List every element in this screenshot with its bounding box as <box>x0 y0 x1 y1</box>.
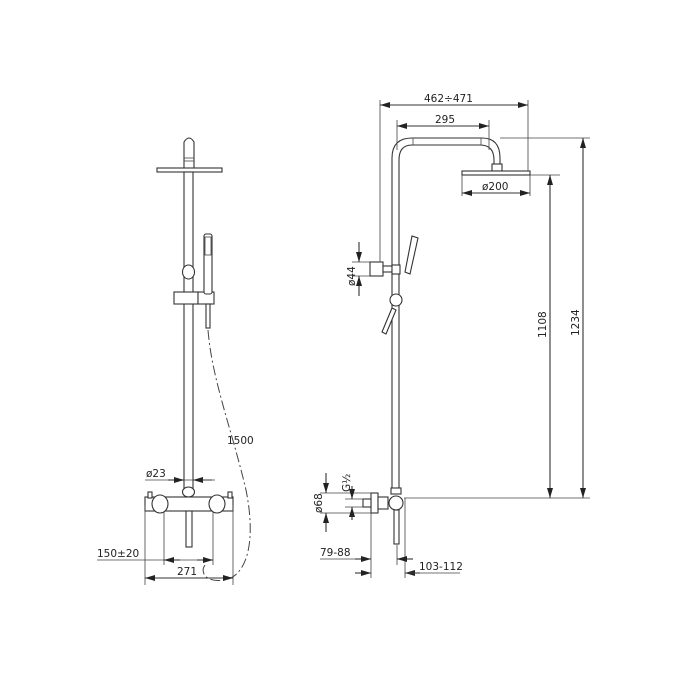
wall-bracket <box>369 261 384 277</box>
mixer-knob-right <box>208 494 226 514</box>
dim-wall-offset-b: 103-112 <box>419 561 463 573</box>
mixer-body-side <box>388 495 404 511</box>
hand-shower-side <box>404 235 419 275</box>
dim-height-to-head: 1108 <box>537 311 549 338</box>
dim-head-diameter: ø200 <box>482 181 508 193</box>
head-connector <box>491 163 503 172</box>
hand-shower-handle <box>205 303 211 329</box>
top-cap <box>183 137 195 169</box>
dim-bracket-diameter: ø44 <box>346 266 358 286</box>
side-view: 462÷471 295 ø200 1108 1234 ø44 ø68 <box>313 93 590 578</box>
mixer-knob-left <box>151 494 169 514</box>
hand-shower-front <box>203 233 213 295</box>
mixer-outlet-side <box>393 509 400 545</box>
dim-mixer-width: 271 <box>177 566 197 578</box>
escutcheon-side <box>370 492 379 514</box>
dim-wall-offset-a: 79-88 <box>320 547 351 559</box>
dim-total-height: 1234 <box>570 309 582 336</box>
slider-ball <box>389 293 403 307</box>
dim-thread: G½ <box>341 474 353 492</box>
rain-head-side <box>461 170 531 176</box>
hose-path <box>202 329 251 582</box>
dim-escutcheon-diameter: ø68 <box>313 493 325 513</box>
dim-hose-length: 1500 <box>227 435 254 447</box>
riser-ball <box>181 264 196 280</box>
mixer-outlet-front <box>185 510 193 548</box>
rain-head-front <box>156 167 223 173</box>
dim-pipe-diameter: ø23 <box>146 468 166 480</box>
slider-front <box>173 291 199 305</box>
dim-arm-length: 295 <box>435 114 455 126</box>
front-view: ø23 150±20 271 1500 <box>97 137 254 585</box>
slider-handle <box>381 307 397 335</box>
dim-arm-reach-total: 462÷471 <box>424 93 473 105</box>
riser-pipe-front <box>183 171 194 491</box>
dim-outlet-spacing: 150±20 <box>97 548 139 560</box>
